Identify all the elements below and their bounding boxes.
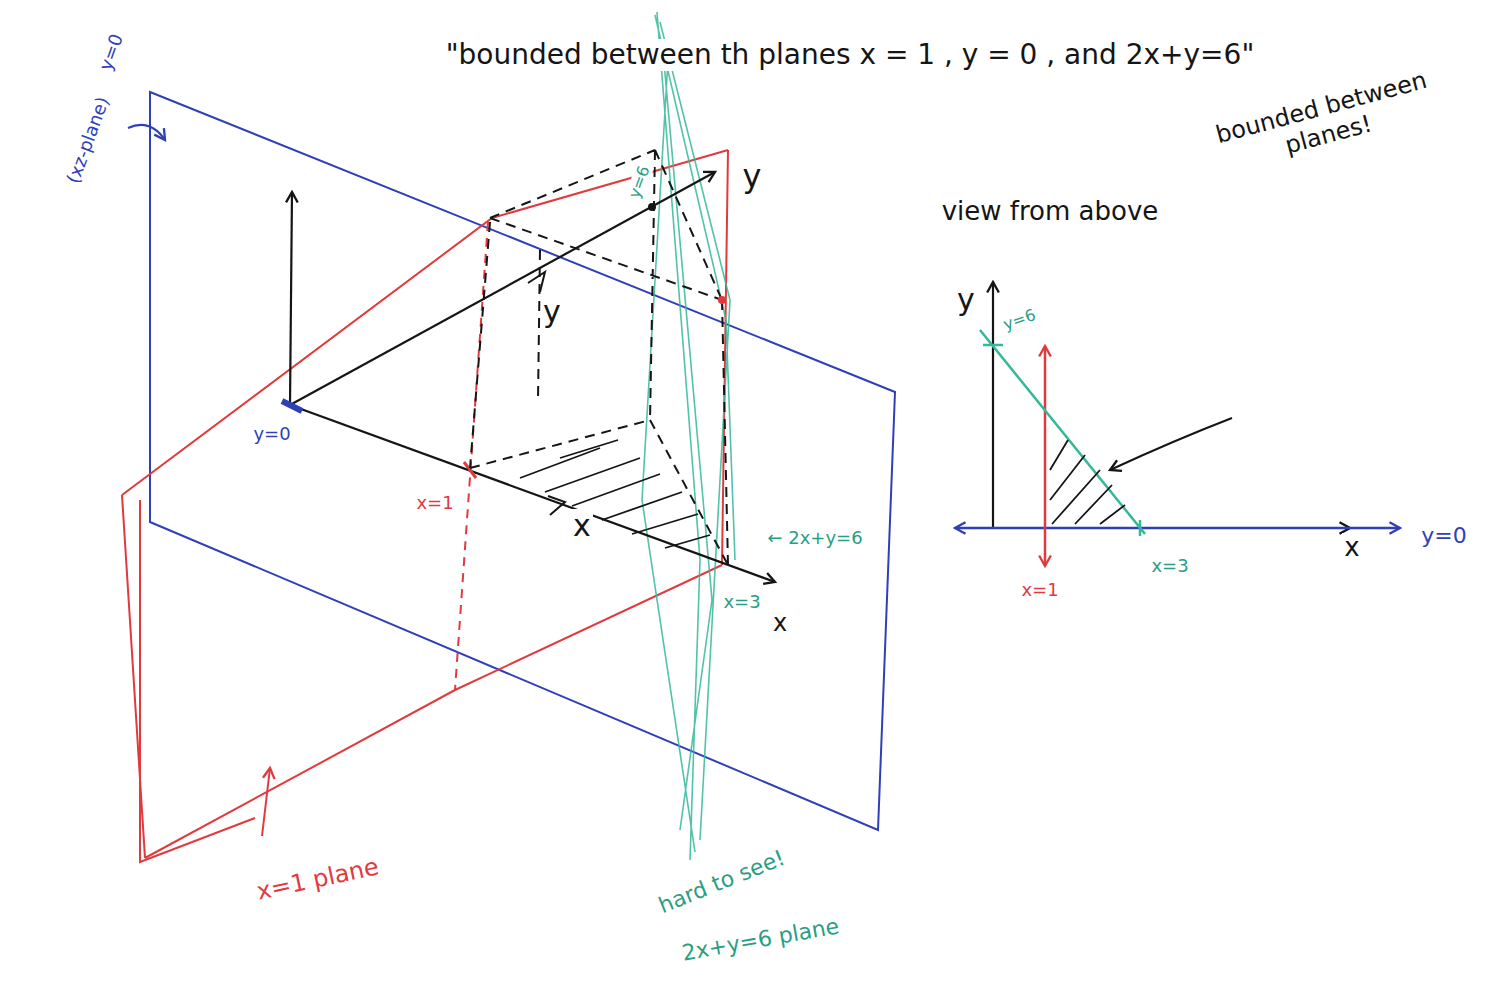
point-label: x=3	[1149, 556, 1190, 577]
x1-plane-hidden-edge	[455, 222, 488, 690]
plane-label: y=0	[95, 29, 129, 75]
x1-line	[1044, 346, 1047, 566]
axis-label: y	[741, 158, 764, 195]
x1-plane-corner	[140, 500, 255, 862]
plane-label: ← 2x+y=6	[765, 528, 864, 549]
plane-label: 2x+y=6 plane	[678, 913, 843, 966]
hatching	[1050, 440, 1125, 524]
xz-plane	[150, 92, 895, 830]
quoted-statement: "bounded between th planes x = 1 , y = 0…	[444, 39, 1257, 71]
x-axis	[290, 405, 775, 582]
callout: bounded between planes!	[1210, 66, 1441, 177]
point-label: x=1	[414, 493, 455, 514]
point-label: y=0	[251, 424, 292, 445]
note: hard to see!	[654, 845, 791, 920]
slanted-line	[980, 330, 1145, 536]
point-label: x=3	[721, 592, 762, 613]
z-axis	[290, 192, 292, 405]
point-marker	[718, 296, 726, 304]
axis-label: y	[955, 283, 977, 318]
x1-plane	[122, 150, 728, 858]
line-label: y=0	[1419, 523, 1468, 548]
point-label: x=1	[1019, 580, 1060, 601]
point-label: y=6	[999, 305, 1040, 335]
axis-direction-chevrons	[528, 272, 565, 515]
axis-label: x	[571, 509, 593, 544]
slanted-plane	[642, 12, 735, 860]
heading: view from above	[940, 197, 1161, 227]
bounded-solid	[470, 150, 728, 565]
top-view-y-axis	[992, 282, 994, 528]
origin-mark	[282, 401, 302, 411]
axis-label: x	[1342, 533, 1361, 563]
axis-label: y	[541, 295, 563, 330]
plane-label: (xz-plane)	[62, 92, 114, 188]
axis-label: x	[771, 610, 789, 638]
plane-label: x=1 plane	[253, 853, 384, 907]
leader-arrow	[1110, 418, 1232, 470]
point-label: y=6	[625, 161, 655, 202]
y-axis	[290, 172, 715, 405]
plane-annotation-arrow	[262, 768, 270, 836]
y0-line	[955, 527, 1400, 530]
plane-annotation-arrow	[128, 125, 165, 140]
point-marker	[648, 203, 656, 211]
hatching	[520, 440, 710, 548]
